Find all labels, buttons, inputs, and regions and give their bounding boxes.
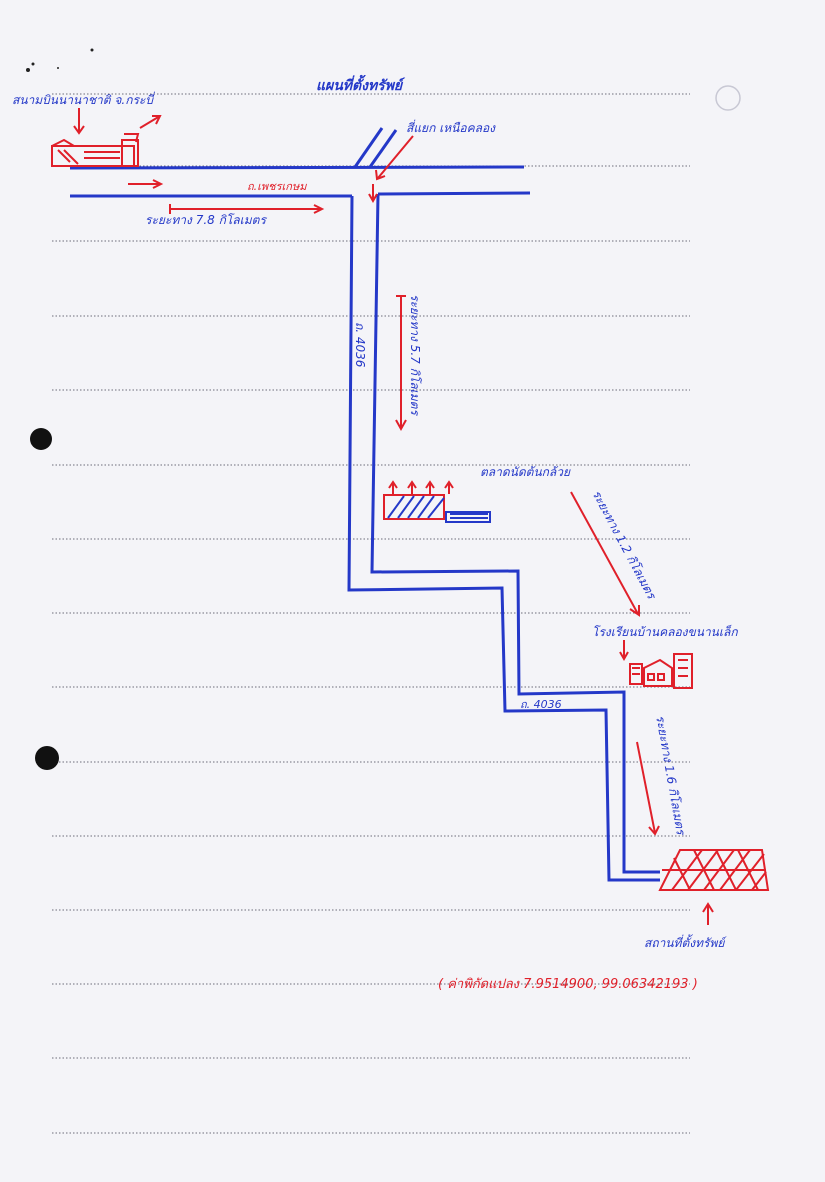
route-b-label: ถ. 4036 [520, 698, 562, 711]
punch-hole-bottom [35, 746, 59, 770]
market-arrow-2 [407, 480, 417, 494]
road-main-label: ถ.เพชรเกษม [247, 180, 307, 193]
school-label: โรงเรียนบ้านคลองขนานเล็ก [592, 624, 738, 639]
airport-icon [51, 115, 162, 167]
road-phetkasem-north-edge [69, 165, 525, 170]
distance-1-label: ระยะทาง 7.8 กิโลเมตร [145, 213, 267, 227]
punch-hole-top [30, 428, 52, 450]
property-icon [658, 849, 770, 891]
east-arrow [128, 179, 164, 189]
junction-branch-right [368, 129, 398, 168]
distance-1-arrow [169, 204, 325, 214]
distance-4-arrow [636, 741, 660, 836]
market-icon [383, 494, 491, 523]
ink-specks [26, 48, 94, 72]
market-arrow-3 [425, 480, 435, 494]
distance-2-arrow [395, 295, 407, 432]
school-down-arrow [619, 640, 629, 662]
junction-branch-left [353, 127, 384, 168]
junction-turn-arrow [375, 135, 414, 181]
road-phetkasem-east-south-edge [377, 191, 531, 196]
distance-4-label: ระยะทาง 1.6 กิโลเมตร [653, 714, 688, 837]
property-label: สถานที่ตั้งทรัพย์ [644, 934, 727, 950]
distance-3-arrow [570, 491, 640, 617]
market-arrow-4 [444, 480, 454, 494]
market-label: ตลาดนัดต้นกล้วย [480, 465, 571, 479]
turn-down-arrow [368, 184, 378, 204]
coordinates-label: ( ค่าพิกัดแปลง 7.9514900, 99.06342193 ) [438, 977, 698, 992]
junction-label: สี่แยก เหนือคลอง [406, 119, 496, 135]
road-4036-west-edge [347, 195, 660, 882]
school-icon [629, 653, 693, 689]
market-arrow-1 [388, 480, 398, 494]
route-a-label: ถ. 4036 [353, 322, 367, 368]
road-4036-east-edge [370, 193, 660, 874]
airport-label: สนามบินนานาชาติ จ.กระบี่ [12, 91, 155, 107]
property-up-arrow [702, 902, 714, 925]
road-network [69, 127, 660, 882]
distance-2-label: ระยะทาง 5.7 กิโลเมตร [408, 294, 422, 416]
direction-arrows [73, 108, 714, 925]
faint-hole-mark [715, 85, 741, 111]
map-title: แผนที่ตั้งทรัพย์ [316, 74, 406, 94]
airport-down-arrow [73, 108, 85, 135]
